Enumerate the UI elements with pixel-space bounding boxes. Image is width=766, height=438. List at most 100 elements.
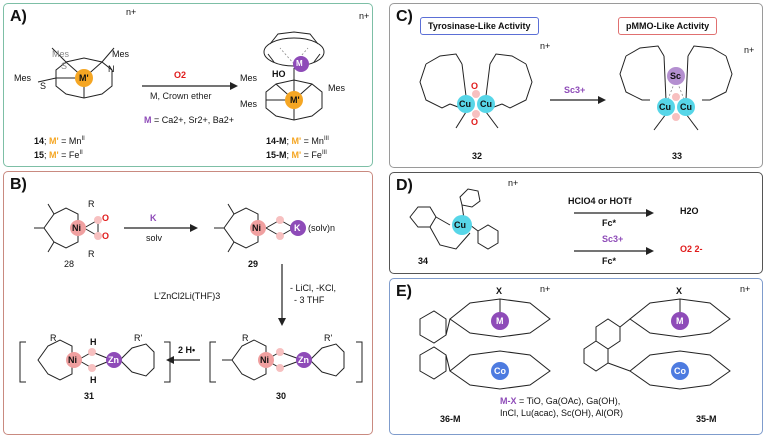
cu-label-33a: Cu [659, 102, 671, 112]
o-label-32b: O [471, 117, 479, 127]
panel-c: C) Tyrosinase-Like Activity pMMO-Like Ac… [389, 3, 763, 168]
zn-label-30: Zn [298, 355, 309, 365]
cu-label-33b: Cu [680, 102, 692, 112]
sc-label-33: Sc [670, 71, 682, 81]
m-label-36: M [496, 316, 504, 326]
charge-c-right: n+ [744, 45, 755, 55]
r-prime-label-30: R' [324, 333, 333, 343]
arrow-a-conditions: M, Crown ether [150, 91, 212, 101]
panel-e-label: E) [396, 283, 412, 300]
panel-a-structures [37, 31, 325, 121]
arrow-b2-byproducts-2: - 3 THF [294, 295, 325, 305]
panel-a-label: A) [10, 8, 27, 25]
arrow-b2-reagent: L'ZnCl2Li(THF)3 [154, 291, 221, 301]
m-label-35: M [676, 316, 684, 326]
route1-reductant: Fc* [602, 218, 617, 228]
charge-a-left: n+ [126, 7, 137, 17]
panel-b-label: B) [10, 176, 27, 193]
charge-c-left: n+ [540, 41, 551, 51]
route2-reagent: Sc3+ [602, 234, 624, 244]
compound-14-m: 14-M; M' = MnIII [266, 136, 329, 146]
r-prime-label-31: R' [134, 333, 143, 343]
metal-m-prime-a [75, 69, 93, 87]
s-label-1: S [61, 61, 68, 71]
pmmo-tag: pMMO-Like Activity [618, 17, 718, 35]
arrow-b3-reagent: 2 H• [178, 345, 196, 355]
panel-d-structures [409, 188, 654, 255]
metal-m-prime-b [285, 91, 303, 109]
compound-33: 33 [672, 151, 683, 161]
mes-label-6: Mes [328, 83, 346, 93]
ni-label-28: Ni [72, 223, 81, 233]
cu-label-32b: Cu [480, 99, 492, 109]
compound-32: 32 [472, 151, 483, 161]
mes-label-2: Mes [112, 49, 130, 59]
compound-36-m: 36-M [440, 414, 461, 424]
mx-definition-1: M-X = TiO, Ga(OAc), Ga(OH), [500, 396, 621, 406]
panel-e-structures [419, 298, 731, 390]
route1-product: H2O [680, 206, 699, 216]
compound-14: 14; M' = MnII [34, 136, 85, 146]
panel-d-label: D) [396, 177, 413, 194]
charge-e-right: n+ [740, 284, 751, 294]
compound-31: 31 [84, 391, 95, 401]
n-label-a: N [108, 64, 115, 74]
route2-reductant: Fc* [602, 256, 617, 266]
co-label-35: Co [674, 366, 686, 376]
route1-reagent: HClO4 or HOTf [568, 196, 632, 206]
panel-b: B) [3, 171, 373, 435]
cu-label-34: Cu [454, 220, 466, 230]
panel-c-structures [419, 45, 733, 131]
arrow-b1-solvent: solv [146, 233, 163, 243]
panel-d: D) n+ Cu 34 HClO4 or HOTf Fc* H2O Sc3+ F… [389, 172, 763, 274]
ho-label: HO [272, 69, 286, 79]
s-label-2: S [40, 81, 47, 91]
tyrosinase-tag: Tyrosinase-Like Activity [420, 17, 539, 35]
r-label-31: R [50, 333, 57, 343]
o-label-28b: O [102, 231, 110, 241]
co-label-36: Co [494, 366, 506, 376]
ni-label-30: Ni [260, 355, 269, 365]
ni-label-29: Ni [252, 223, 261, 233]
mes-label-4: Mes [240, 73, 258, 83]
panel-a: A) Mes S Mes Mes S M [3, 3, 373, 167]
k-label-29: K [294, 223, 301, 233]
m-label-crown: M [296, 59, 303, 68]
m-prime-label-a: M' [79, 73, 89, 83]
arrow-b2-byproducts-1: - LiCl, -KCl, [290, 283, 337, 293]
charge-e-left: n+ [540, 284, 551, 294]
compound-35-m: 35-M [696, 414, 717, 424]
mes-label-5: Mes [240, 99, 258, 109]
arrow-c-reagent: Sc3+ [564, 85, 586, 95]
compound-15: 15; M' = FeII [34, 150, 83, 160]
arrow-b1-reagent: K [150, 213, 157, 223]
o-label-28a: O [102, 213, 110, 223]
compound-28: 28 [64, 259, 75, 269]
metal-definition: M = Ca2+, Sr2+, Ba2+ [144, 115, 235, 125]
panel-b-structures [19, 203, 363, 383]
metal-m-crown [293, 56, 309, 72]
ni-label-31: Ni [68, 355, 77, 365]
h-label-31b: H [90, 375, 97, 385]
x-label-36: X [496, 286, 503, 296]
compound-30: 30 [276, 391, 287, 401]
route2-product: O2 2- [680, 244, 703, 254]
mes-label-3: Mes [14, 73, 32, 83]
mes-label-1: Mes [52, 49, 70, 59]
charge-d: n+ [508, 178, 519, 188]
r-label-28a: R [88, 199, 95, 209]
cu-label-32a: Cu [459, 99, 471, 109]
o-label-32a: O [471, 81, 479, 91]
h-label-31a: H [90, 337, 97, 347]
panel-c-label: C) [396, 8, 413, 25]
mx-definition-2: InCl, Lu(acac), Sc(OH), Al(OR) [500, 408, 624, 418]
k-solvation-29: (solv)n [308, 223, 336, 233]
compound-15-m: 15-M; M' = FeIII [266, 150, 327, 160]
compound-29: 29 [248, 259, 259, 269]
r-label-28b: R [88, 249, 95, 259]
x-label-35: X [676, 286, 683, 296]
zn-label-31: Zn [108, 355, 119, 365]
panel-e: E) n+ n+ X X M Co M Co M-X = TiO, Ga(OAc… [389, 278, 763, 435]
compound-34: 34 [418, 256, 429, 266]
arrow-a-reagent: O2 [174, 70, 187, 80]
